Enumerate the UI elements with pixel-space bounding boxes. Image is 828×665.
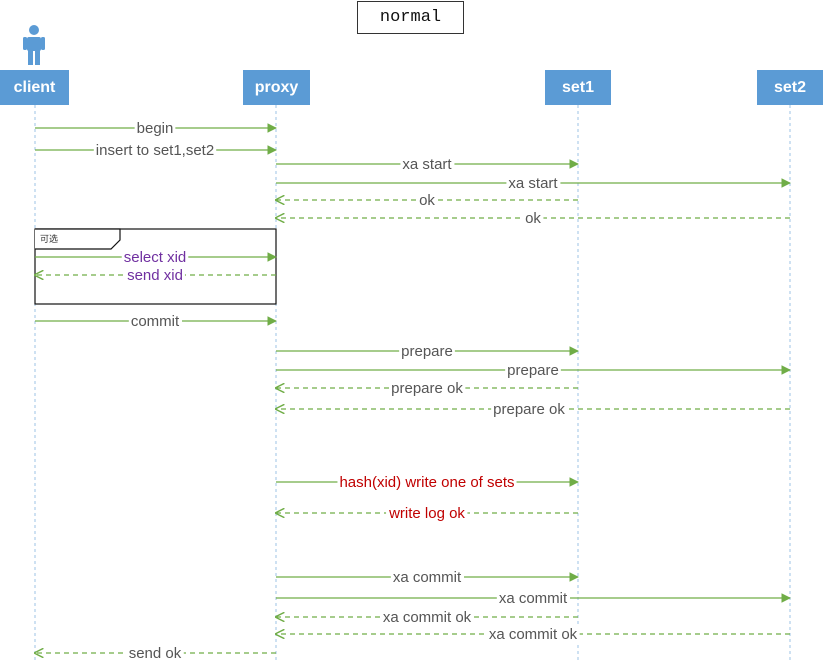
diagram-title: normal: [357, 1, 464, 34]
message-label-bg: [400, 156, 455, 173]
message-label: send ok: [129, 645, 182, 662]
message-label-bg: [134, 120, 176, 137]
message-label: xa start: [508, 175, 558, 192]
optional-fragment-label: 可选: [40, 233, 58, 244]
message-label-bg: [523, 210, 544, 227]
message-label: prepare: [507, 362, 559, 379]
message-label-bg: [337, 474, 517, 491]
participant-set1: set1: [545, 70, 611, 105]
message-label-bg: [125, 267, 185, 284]
message-label: prepare ok: [391, 380, 463, 397]
message-label: commit: [131, 313, 180, 330]
message-label: prepare: [401, 343, 453, 360]
message-label-bg: [399, 343, 455, 360]
participant-client: client: [0, 70, 69, 105]
message-label: insert to set1,set2: [96, 142, 214, 159]
message-label: begin: [137, 120, 174, 137]
message-label: send xid: [127, 267, 183, 284]
participant-proxy: proxy: [243, 70, 310, 105]
message-label-bg: [491, 401, 568, 418]
message-label: xa commit: [499, 590, 568, 607]
message-label-bg: [417, 192, 438, 209]
message-label-bg: [386, 505, 468, 522]
optional-fragment: 可选: [34, 228, 277, 305]
message-label-bg: [390, 569, 465, 586]
message-label-bg: [496, 590, 571, 607]
message-label-bg: [506, 175, 561, 192]
message-label: ok: [419, 192, 435, 209]
message-label: xa commit ok: [383, 609, 472, 626]
message-label-bg: [93, 142, 217, 159]
message-label: xa commit: [393, 569, 462, 586]
message-label-bg: [389, 380, 466, 397]
message-label: hash(xid) write one of sets: [339, 474, 514, 491]
message-label: write log ok: [388, 505, 465, 522]
message-label-bg: [505, 362, 561, 379]
message-label-bg: [380, 609, 474, 626]
participant-set2: set2: [757, 70, 823, 105]
message-label-bg: [121, 249, 189, 266]
message-label: ok: [525, 210, 541, 227]
message-label-bg: [128, 313, 182, 330]
message-label: prepare ok: [493, 401, 565, 418]
message-label-bg: [486, 626, 580, 643]
message-label: xa start: [402, 156, 452, 173]
message-label-bg: [126, 645, 184, 662]
message-label: xa commit ok: [489, 626, 578, 643]
actor-icon: [23, 25, 45, 65]
message-label: select xid: [124, 249, 187, 266]
